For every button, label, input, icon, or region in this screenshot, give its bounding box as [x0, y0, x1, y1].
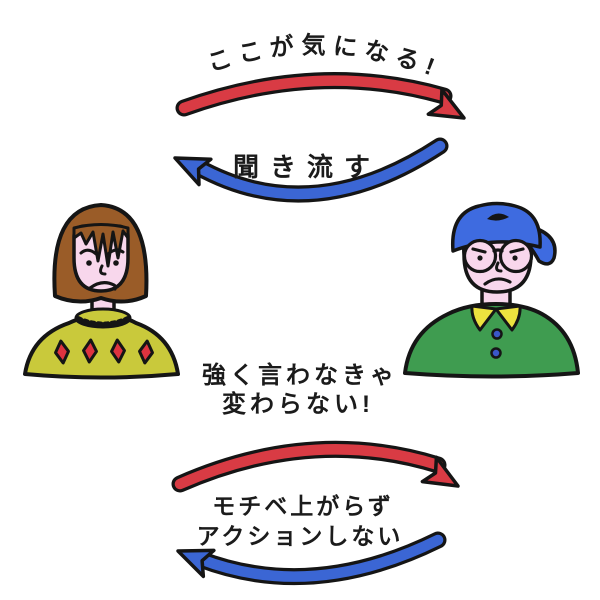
bottom-forward-label-line2: 変わらない! — [222, 390, 374, 418]
top-forward-arrow — [175, 72, 466, 120]
woman-collar-ribbing — [75, 316, 131, 328]
diamond — [54, 339, 70, 365]
man-shirt-button-top — [491, 328, 503, 340]
top-forward-arrow-body — [178, 75, 450, 114]
man-figure — [403, 201, 580, 379]
bottom-forward-arrow-body — [174, 444, 444, 490]
bottom-return-arrow — [176, 531, 447, 586]
top-cycle: ここが気になる! 聞き流す — [173, 31, 466, 203]
woman-left-eye — [86, 260, 92, 266]
man-right-eye — [512, 255, 518, 261]
bottom-cycle: 強く言わなきゃ 変わらない! モチベ上がらず アクションしない — [171, 361, 460, 586]
top-return-arrow-body — [192, 140, 446, 200]
man-collar-left — [470, 304, 498, 332]
diamond — [82, 338, 98, 364]
man-mouth — [483, 277, 512, 286]
man-shirt — [403, 302, 580, 379]
bottom-return-arrow-body — [194, 534, 444, 582]
top-return-arrowhead — [173, 156, 213, 187]
man-left-eye — [477, 255, 483, 261]
man-collar-right — [494, 304, 522, 332]
woman-right-eyebrow — [106, 248, 125, 256]
diamond — [138, 339, 154, 365]
woman-nose — [99, 264, 107, 276]
man-glasses-bridge — [492, 248, 504, 253]
top-forward-arrowhead — [426, 88, 466, 120]
woman-left-eyebrow — [79, 248, 98, 256]
diamond — [110, 338, 126, 364]
woman-right-eye — [113, 260, 119, 266]
bottom-forward-label-line1: 強く言わなきゃ — [202, 361, 398, 389]
bottom-forward-arrow — [171, 440, 460, 493]
woman-mouth — [88, 281, 117, 291]
man-nose — [495, 261, 503, 273]
woman-sweater-diamonds — [54, 338, 154, 365]
woman-figure — [23, 203, 180, 380]
man-cap-button — [487, 213, 509, 221]
bottom-return-arrowhead — [176, 548, 216, 579]
bottom-forward-arrowhead — [420, 455, 460, 488]
man-right-eyebrow — [509, 247, 525, 254]
bottom-return-label-line1: モチベ上がらず — [212, 493, 394, 519]
man-shirt-button-bottom — [490, 347, 502, 359]
top-return-arrow — [173, 137, 449, 203]
top-return-label: 聞き流す — [233, 152, 381, 182]
man-left-eyebrow — [471, 247, 487, 254]
woman-bangs — [72, 223, 130, 268]
bottom-return-label-line2: アクションしない — [197, 523, 404, 549]
